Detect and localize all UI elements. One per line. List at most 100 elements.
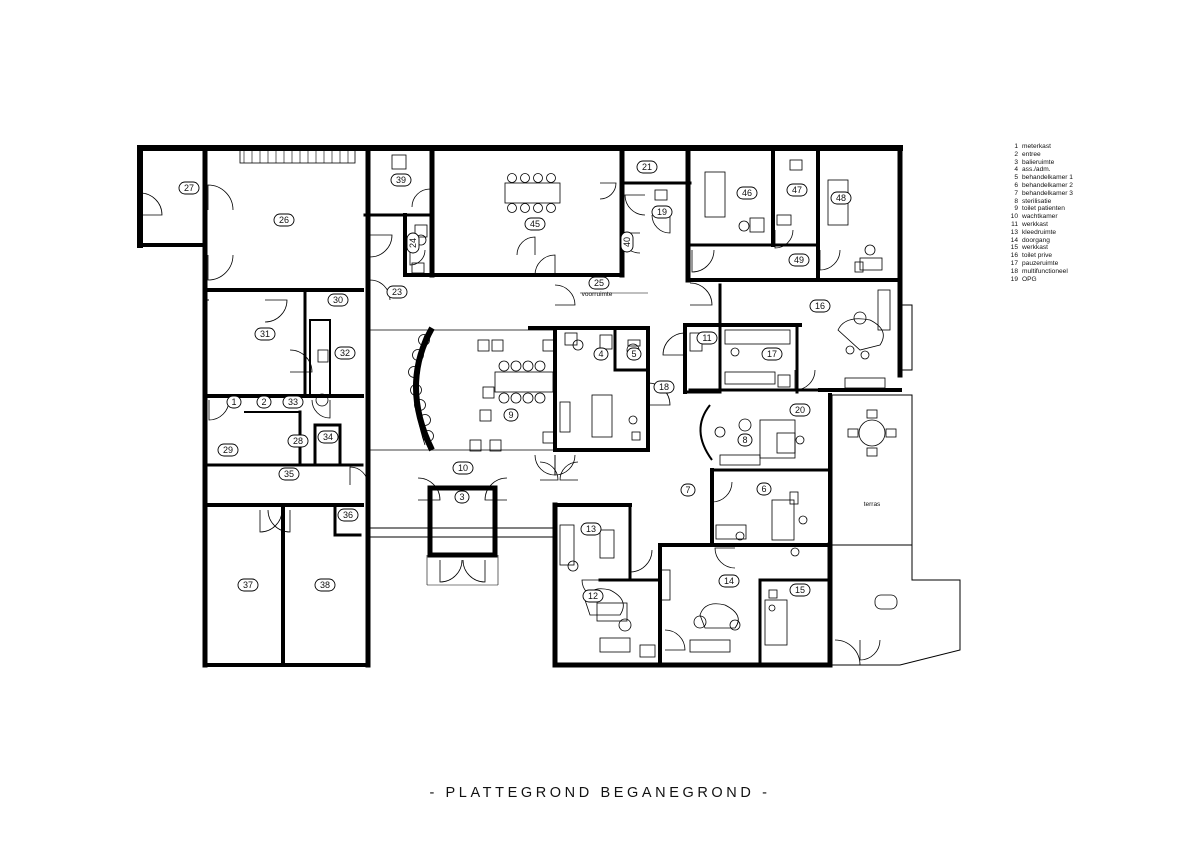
room-label-1: 1 [226, 395, 242, 409]
legend-number: 11 [1011, 220, 1018, 228]
legend-number: 13 [1010, 228, 1018, 236]
door-swing [714, 547, 736, 569]
room-label-17: 17 [761, 347, 783, 361]
room-number: 10 [458, 463, 468, 473]
legend-label: behandelkamer 3 [1022, 189, 1073, 197]
room-label-oval [786, 183, 808, 197]
treatment-chair [764, 599, 788, 646]
room-label-oval [653, 380, 675, 394]
cabinet [599, 637, 631, 653]
room-label-47: 47 [786, 183, 808, 197]
chair [730, 347, 740, 357]
chair [410, 384, 422, 396]
chair [542, 431, 555, 444]
room-label-19: 19 [651, 205, 673, 219]
chair [520, 203, 530, 213]
room-label-7: 7 [680, 483, 696, 497]
desk [596, 602, 628, 622]
legend-item: 15 werkkast [1004, 244, 1073, 252]
chair [885, 428, 897, 438]
room-label-oval [789, 583, 811, 597]
legend-number: 9 [1014, 205, 1018, 213]
cabinet [639, 644, 656, 658]
bench [599, 529, 615, 559]
room-number: 9 [508, 410, 513, 420]
room-number: 48 [836, 193, 846, 203]
legend-number: 15 [1010, 244, 1018, 252]
room-label-oval [314, 578, 336, 592]
room-label-34: 34 [317, 430, 339, 444]
legend-number: 5 [1014, 174, 1018, 182]
room-label-oval [256, 395, 272, 409]
room-label-12: 12 [582, 589, 604, 603]
door-swing [462, 559, 486, 583]
room-label-48: 48 [830, 191, 852, 205]
legend-label: balieruimte [1022, 158, 1055, 166]
room-label-31: 31 [254, 327, 276, 341]
desk [837, 318, 884, 351]
legend-label: werkkast [1022, 244, 1049, 252]
door-swing [516, 236, 536, 256]
room-label-9: 9 [503, 408, 519, 422]
desk [699, 603, 739, 629]
toilet [411, 262, 425, 274]
room-number: 38 [320, 580, 330, 590]
door-swing [411, 188, 431, 208]
legend-number: 3 [1014, 158, 1018, 166]
room-number: 17 [767, 349, 777, 359]
room-number: 45 [530, 219, 540, 229]
door-swing [662, 332, 686, 356]
room-label-oval [226, 395, 242, 409]
chair [507, 203, 517, 213]
legend-number: 19 [1010, 275, 1018, 283]
room-label-oval [390, 173, 412, 187]
room-label-oval [788, 253, 810, 267]
room-number: 3 [459, 492, 464, 502]
room-number: 30 [333, 295, 343, 305]
chair [510, 392, 522, 404]
door-swing [859, 639, 881, 661]
legend-label: toilet prive [1022, 252, 1053, 260]
room-label-38: 38 [314, 578, 336, 592]
chair [845, 345, 855, 355]
legend-number: 1 [1014, 143, 1018, 150]
room-label-30: 30 [327, 293, 349, 307]
room-label-oval [503, 408, 519, 422]
cabinet [844, 377, 886, 389]
room-label-oval [588, 276, 610, 290]
legend-label: sterilisatie [1022, 197, 1052, 205]
room-number: 18 [659, 382, 669, 392]
legend-label: wachtkamer [1022, 213, 1058, 221]
room-label-oval [337, 508, 359, 522]
chair [798, 515, 808, 525]
room-label-oval [237, 578, 259, 592]
chair [790, 547, 800, 557]
legend-label: entree [1022, 150, 1041, 158]
legend-number: 14 [1010, 236, 1018, 244]
legend-label: OPG [1022, 275, 1037, 283]
chair [768, 604, 776, 612]
bench [874, 594, 898, 610]
room-label-oval [636, 160, 658, 174]
room-number: 2 [261, 397, 266, 407]
door-swing [208, 399, 230, 421]
room-label-oval [680, 483, 696, 497]
chair [572, 339, 584, 351]
legend-label: multifunctioneel [1022, 267, 1068, 275]
room-number: 20 [795, 405, 805, 415]
room-number: 25 [594, 278, 604, 288]
room-label-oval [737, 433, 753, 447]
room-number: 8 [742, 435, 747, 445]
door-swing [259, 509, 283, 533]
room-label-oval [334, 346, 356, 360]
chair [422, 430, 434, 442]
room-label-oval [593, 347, 609, 361]
chair [510, 360, 522, 372]
toilet [654, 189, 668, 201]
